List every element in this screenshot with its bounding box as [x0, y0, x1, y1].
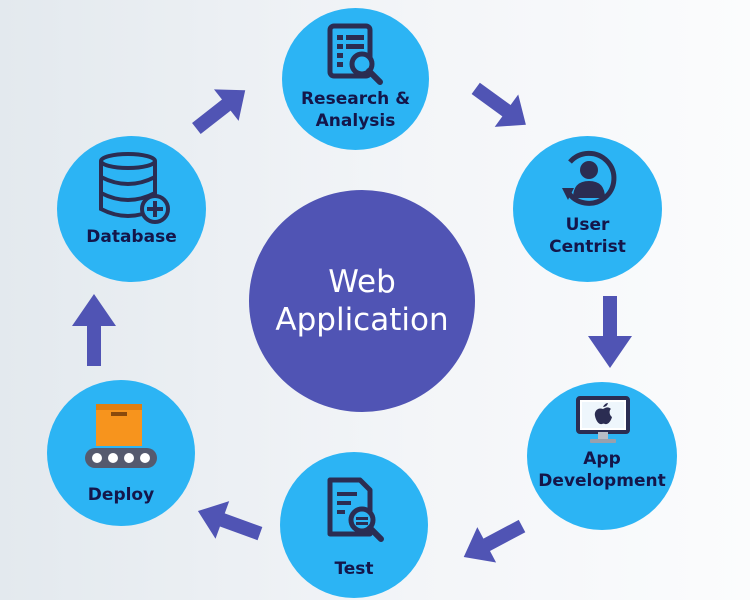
- node-label-line1: Research &: [300, 89, 411, 109]
- document-magnifier-icon: [327, 23, 383, 85]
- center-web-application: Web Application: [249, 190, 475, 412]
- node-label: Test: [280, 558, 428, 580]
- database-plus-icon: [99, 152, 170, 224]
- arrow-deploy-to-database: [72, 294, 116, 366]
- monitor-apple-icon: [576, 396, 630, 443]
- node-label-line1: Database: [86, 227, 177, 247]
- conveyor-box-icon: [85, 404, 157, 468]
- arrow-database-to-research: [192, 89, 246, 134]
- user-refresh-icon: [562, 150, 617, 206]
- node-label-line1: Deploy: [87, 485, 155, 505]
- node-database: Database: [57, 136, 206, 282]
- center-title-line2: Application: [275, 302, 449, 338]
- center-title-line1: Web: [328, 264, 396, 300]
- node-label: Research & Analysis: [282, 88, 429, 132]
- arrow-test-to-deploy: [197, 501, 263, 541]
- node-label-line2: Development: [538, 471, 666, 491]
- node-label-line1: Test: [334, 559, 374, 579]
- node-label-line1: User: [565, 215, 610, 235]
- node-label: Deploy: [47, 484, 195, 506]
- node-label-line1: App: [583, 449, 621, 469]
- document-search-icon: [327, 477, 384, 542]
- node-label: App Development: [527, 448, 677, 492]
- node-label: Database: [57, 226, 206, 248]
- arrow-app-to-test: [463, 519, 526, 563]
- node-user-centrist: User Centrist: [513, 136, 662, 282]
- node-label-line2: Centrist: [549, 237, 626, 257]
- node-app-development: App Development: [527, 382, 677, 530]
- arrow-research-to-user: [471, 82, 526, 127]
- node-label: User Centrist: [513, 214, 662, 258]
- node-deploy: Deploy: [47, 380, 195, 526]
- node-label-line2: Analysis: [315, 111, 396, 131]
- arrow-user-to-app: [588, 296, 632, 368]
- node-research-analysis: Research & Analysis: [282, 8, 429, 150]
- node-test: Test: [280, 452, 428, 598]
